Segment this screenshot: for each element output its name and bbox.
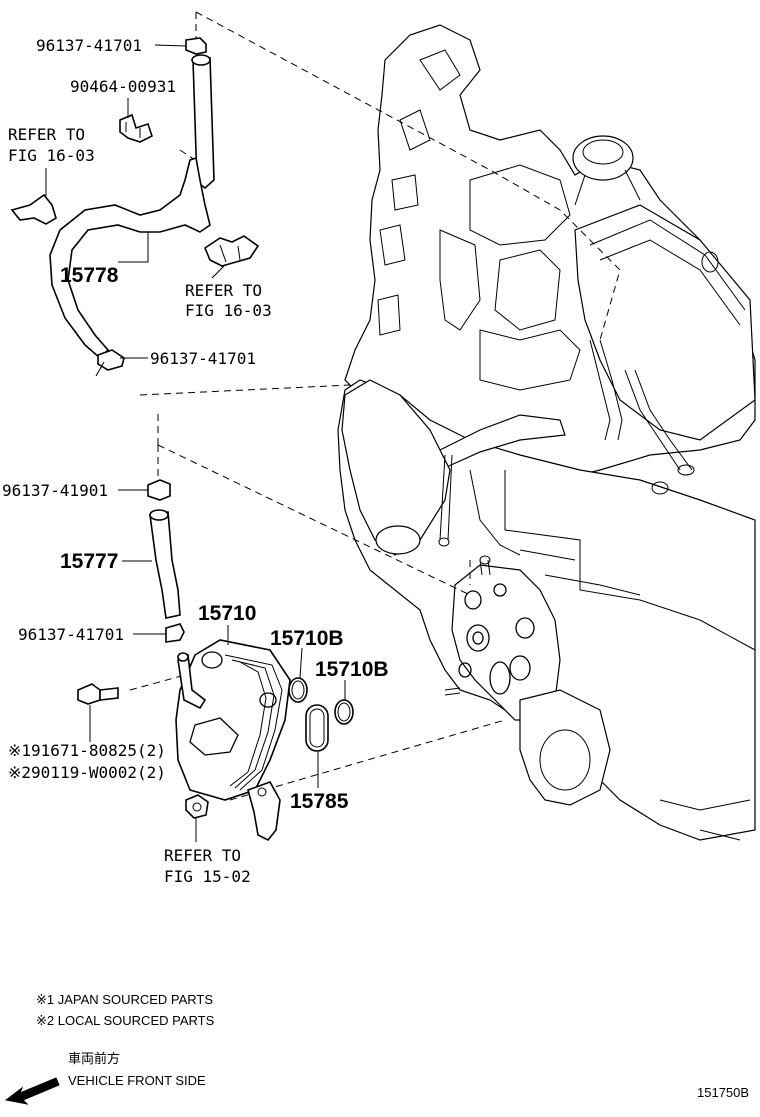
label-15710b-b: 15710B bbox=[315, 658, 389, 681]
leader-lines-middle bbox=[118, 489, 166, 635]
label-15710: 15710 bbox=[198, 602, 256, 625]
label-96137-41701-top: 96137-41701 bbox=[36, 36, 142, 55]
front-arrow-icon bbox=[4, 1077, 60, 1105]
hose-15777-assembly bbox=[147, 479, 185, 643]
leader-lines-upper bbox=[45, 44, 226, 359]
label-90119-w0002: ※290119-W0002(2) bbox=[8, 763, 166, 782]
label-90464-00931: 90464-00931 bbox=[70, 77, 176, 96]
label-96137-41701-mid: 96137-41701 bbox=[150, 349, 256, 368]
direction-label-japanese: 車両前方 bbox=[68, 1051, 120, 1066]
label-15710b-a: 15710B bbox=[270, 627, 344, 650]
clip-middle bbox=[204, 235, 260, 267]
label-refer-fig-16-03-left-line1: REFER TO bbox=[8, 125, 85, 144]
hose-15778 bbox=[49, 156, 211, 360]
label-15785: 15785 bbox=[290, 790, 349, 813]
engine-block bbox=[337, 24, 756, 841]
part-labels: 96137-41701 90464-00931 REFER TO FIG 16-… bbox=[2, 36, 389, 886]
gasket-15785 bbox=[305, 704, 329, 752]
bracket-90464 bbox=[119, 113, 153, 143]
label-refer-fig-16-03-mid-line2: FIG 16-03 bbox=[185, 301, 272, 320]
label-15778: 15778 bbox=[60, 264, 119, 287]
label-refer-fig-16-03-mid-line1: REFER TO bbox=[185, 281, 262, 300]
label-91671-80825: ※191671-80825(2) bbox=[8, 741, 166, 760]
figure-id: 151750B bbox=[697, 1085, 749, 1100]
hose-15778-assembly bbox=[10, 37, 260, 377]
footnote-japan-sourced: ※1 JAPAN SOURCED PARTS bbox=[36, 992, 213, 1007]
label-refer-fig-16-03-left-line2: FIG 16-03 bbox=[8, 146, 95, 165]
label-15777: 15777 bbox=[60, 550, 118, 573]
leader-lines-lower bbox=[89, 625, 346, 842]
o-ring-15710b-b bbox=[334, 699, 354, 725]
hose-15777 bbox=[149, 511, 181, 619]
reference-leader-lines bbox=[129, 11, 621, 801]
label-96137-41901: 96137-41901 bbox=[2, 481, 108, 500]
clamp-96137-41701-low bbox=[165, 623, 185, 643]
hose-clamp-top bbox=[185, 37, 207, 55]
oil-cooler-body bbox=[175, 639, 291, 801]
oil-cooler-15710 bbox=[175, 639, 291, 842]
hose-clamp-bottom bbox=[97, 349, 125, 371]
footnotes: ※1 JAPAN SOURCED PARTS ※2 LOCAL SOURCED … bbox=[36, 992, 215, 1028]
clip-left bbox=[10, 193, 57, 225]
label-96137-41701-low: 96137-41701 bbox=[18, 625, 124, 644]
o-ring-15710b-a bbox=[288, 677, 308, 703]
vehicle-front-indicator: 車両前方 VEHICLE FRONT SIDE bbox=[4, 1051, 206, 1105]
bolt-91671 bbox=[77, 683, 119, 705]
nut-90119 bbox=[185, 794, 209, 819]
footnote-local-sourced: ※2 LOCAL SOURCED PARTS bbox=[36, 1013, 215, 1028]
label-refer-fig-15-02-line1: REFER TO bbox=[164, 846, 241, 865]
direction-label-english: VEHICLE FRONT SIDE bbox=[68, 1073, 206, 1088]
clamp-96137-41901 bbox=[147, 479, 171, 501]
label-refer-fig-15-02-line2: FIG 15-02 bbox=[164, 867, 251, 886]
